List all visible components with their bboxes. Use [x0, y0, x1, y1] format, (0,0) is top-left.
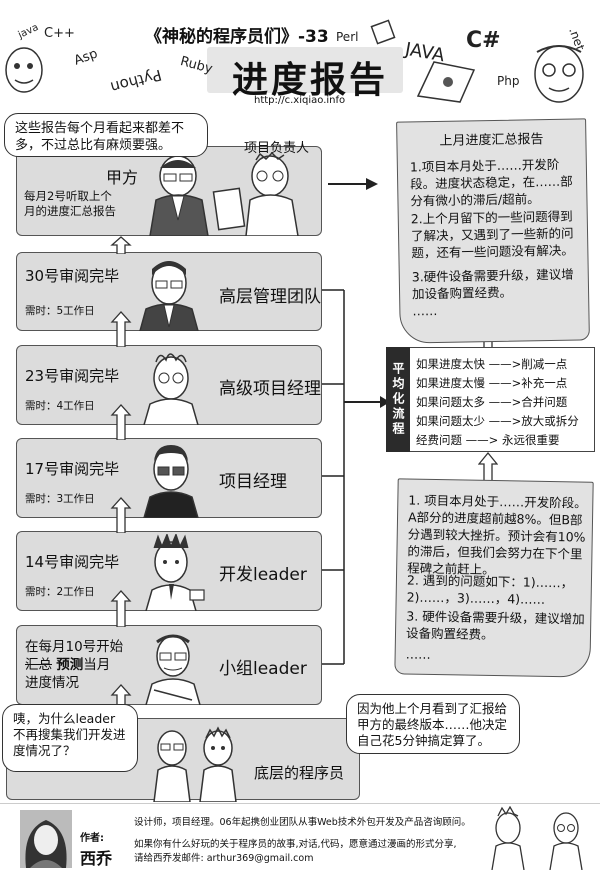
lang-label: Asp	[72, 46, 100, 69]
programmer-answer-bubble: 因为他上个月看到了汇报给甲方的最终版本……他决定自己花5分钟搞定算了。	[346, 694, 520, 754]
senior-pm-illustration	[143, 353, 199, 425]
series-title: 《神秘的程序员们》-33	[145, 27, 329, 47]
summary-report-title: 上月进度汇总报告	[439, 132, 544, 149]
client-and-lead-illustration	[149, 151, 299, 236]
rule-line: 如果进度太快 ——>削减一点	[416, 357, 568, 371]
review-date: 30号审阅完毕	[25, 267, 120, 285]
review-duration: 需时：5工作日	[25, 305, 95, 317]
footer-doodle-characters	[491, 806, 583, 870]
draft-item-2: 2. 遇到的问题如下：1)……，2)……，3)……，4)……	[406, 572, 574, 607]
averaging-process-tag: 平均化流程	[386, 347, 410, 452]
client-label: 甲方	[106, 168, 139, 187]
contact-line-2: 请给西乔发邮件: arthur369@gmail.com	[134, 853, 314, 864]
struck-word: 汇总	[25, 657, 52, 673]
dev-leader-illustration	[145, 534, 205, 611]
comic-header: 《神秘的程序员们》-33 进度报告 http://c.xiqiao.info j…	[0, 0, 600, 110]
author-photo	[20, 810, 72, 868]
review-duration: 需时：2工作日	[25, 586, 95, 598]
programmer-answer-text: 因为他上个月看到了汇报给甲方的最终版本……他决定自己花5分钟搞定算了。	[357, 701, 508, 748]
averaging-rules-box	[386, 347, 595, 452]
monthly-summary-report: 上月进度汇总报告 1.项目本月处于……开发阶段。进度状态稳定，在……部分有微小的…	[396, 118, 590, 344]
doodle-face-left	[5, 47, 43, 93]
line2-rest: 当月	[83, 657, 111, 673]
pm-illustration	[143, 445, 199, 518]
role-label: 开发leader	[219, 565, 307, 585]
lang-label: C#	[466, 28, 501, 53]
group-leader-illustration	[145, 634, 201, 705]
role-label: 高层管理团队	[219, 287, 321, 307]
programmers-label: 底层的程序员	[254, 764, 345, 782]
summary-item-1: 1.项目本月处于……开发阶段。进度状态稳定，在……部分有微小的滞后/超前。	[409, 156, 573, 209]
up-arrow	[110, 497, 132, 533]
rule-line: 如果进度太慢 ——>补充一点	[416, 376, 568, 390]
up-arrow-from-draft	[478, 452, 498, 482]
lang-doodle: java	[16, 22, 41, 41]
review-duration: 需时：3工作日	[25, 493, 95, 505]
senior-manager-illustration	[139, 261, 199, 331]
connector-lines	[322, 178, 390, 665]
summary-item-2: 2.上个月留下的一些问题得到了解决，又遇到了一些新的问题，还有一些问题没有解决。	[410, 208, 574, 261]
role-label: 高级项目经理	[219, 379, 321, 399]
draft-ellipsis: ……	[405, 646, 431, 662]
author-name: 西乔	[80, 849, 113, 868]
programmers-illustration	[153, 726, 237, 802]
draft-item-1: 1. 项目本月处于……开发阶段。A部分的进度超前越8%。但B部分遇到较大挫折。预…	[407, 492, 587, 578]
draft-item-3: 3. 硬件设备需要升级，建议增加设备购置经费。	[405, 608, 585, 642]
programmer-question-bubble: 咦，为什么leader不再搜集我们开发进度情况了？	[2, 704, 138, 772]
draft-progress-report: 1. 项目本月处于……开发阶段。A部分的进度超前越8%。但B部分遇到较大挫折。预…	[394, 478, 594, 678]
site-url: http://c.xiqiao.info	[254, 95, 346, 106]
rule-line: 经费问题 ——> 永远很重要	[416, 433, 560, 447]
rule-line: 如果问题太少 ——>放大或拆分	[416, 414, 579, 428]
review-duration: 需时：4工作日	[25, 400, 95, 412]
project-lead-label: 项目负责人	[244, 141, 310, 156]
role-label: 项目经理	[219, 472, 287, 492]
review-date: 14号审阅完毕	[25, 553, 120, 571]
lang-label: Php	[497, 74, 520, 88]
summary-ellipsis: ……	[412, 302, 438, 319]
page-title: 进度报告	[232, 60, 389, 101]
up-arrow	[110, 236, 132, 254]
author-footer: 作者: 西乔 设计师，项目经理。06年起携创业团队从事Web技术外包开发及产品咨…	[0, 803, 600, 872]
author-label: 作者:	[80, 833, 104, 844]
doodle-cube	[370, 19, 396, 45]
client-speech-text: 这些报告每个月看起来都差不多，不过总比有麻烦要强。	[15, 121, 185, 153]
group-leader-line1: 在每月10号开始	[25, 639, 124, 655]
group-leader-line2: 汇总 预测当月	[25, 656, 123, 674]
programmer-question-text: 咦，为什么leader不再搜集我们开发进度情况了？	[13, 711, 126, 758]
up-arrow	[110, 590, 132, 627]
review-date: 17号审阅完毕	[25, 460, 120, 478]
contact-line-1: 如果你有什么好玩的关于程序员的故事,对话,代码，愿意通过漫画的形式分享,	[134, 839, 457, 850]
lang-label: C++	[44, 26, 75, 41]
lang-label: Perl	[336, 30, 359, 44]
client-meeting-desc: 每月2号听取上个月的进度汇总报告	[24, 189, 116, 218]
lang-label: Python	[108, 65, 164, 97]
group-leader-desc: 在每月10号开始 汇总 预测当月 进度情况	[25, 638, 123, 692]
summary-item-3: 3.硬件设备需要升级，建议增加设备购置经费。	[411, 266, 574, 302]
laptop-doodle	[416, 61, 476, 103]
group-leader-line3: 进度情况	[25, 675, 79, 691]
title-banner	[207, 47, 403, 93]
doodle-face-right	[534, 45, 584, 103]
up-arrow	[110, 311, 132, 347]
role-label: 小组leader	[219, 659, 307, 679]
author-bio: 设计师，项目经理。06年起携创业团队从事Web技术外包开发及产品咨询顾问。	[134, 817, 471, 828]
up-arrow	[110, 404, 132, 440]
review-date: 23号审阅完毕	[25, 367, 120, 385]
rule-line: 如果问题太多 ——>合并问题	[416, 395, 568, 409]
bold-word: 预测	[56, 657, 84, 673]
client-speech-bubble: 这些报告每个月看起来都差不多，不过总比有麻烦要强。	[4, 113, 208, 157]
